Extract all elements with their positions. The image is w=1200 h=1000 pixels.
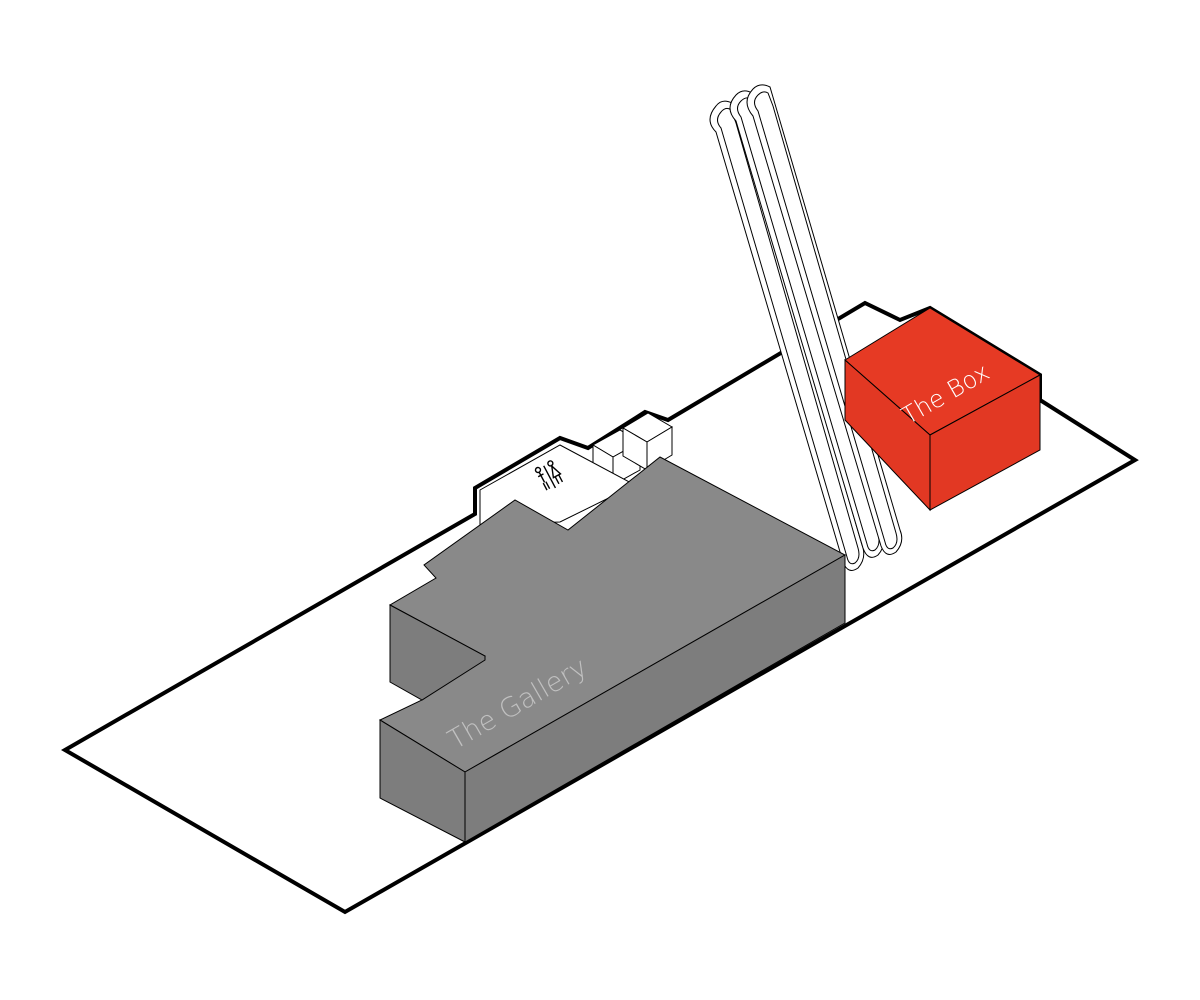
- box-left: [844, 358, 931, 512]
- zone-the-gallery[interactable]: [378, 456, 847, 843]
- restroom-icon: [534, 460, 564, 491]
- gallery-left: [379, 719, 466, 843]
- gallery-notch-wall: [389, 604, 486, 701]
- zone-the-box[interactable]: [844, 307, 1042, 512]
- service-room-b: [622, 412, 673, 471]
- escalator-lane-inner: [717, 107, 860, 565]
